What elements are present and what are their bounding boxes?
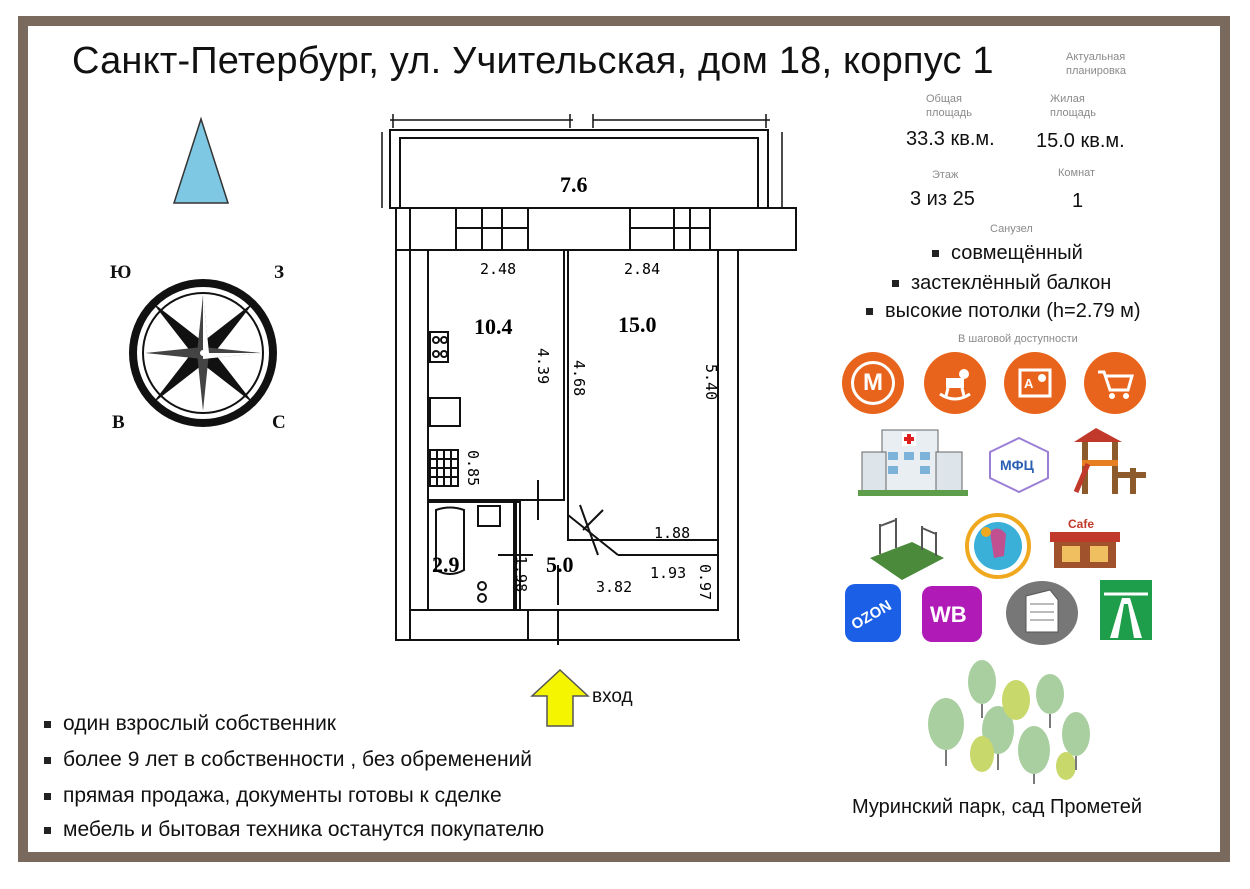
kitchen-area-label: 10.4 <box>474 314 513 339</box>
floor-label: Этаж <box>932 169 959 181</box>
compass-label-bottom-left: В <box>112 412 125 433</box>
balcony-length-label: 7.6 <box>560 172 588 197</box>
feature-balcony: застеклённый балкон <box>892 272 1111 295</box>
rooms-label: Комнат <box>1058 167 1096 179</box>
shop-cart-icon <box>1084 352 1146 414</box>
dim-hall-right: 1.93 <box>650 564 686 582</box>
note-direct-sale: прямая продажа, документы готовы к сделк… <box>44 784 502 808</box>
dim-kitchen-length: 4.39 <box>534 348 552 384</box>
walking-distance-label: В шаговой доступности <box>958 333 1078 345</box>
page-title: Санкт-Петербург, ул. Учительская, дом 18… <box>72 40 994 82</box>
dim-hall-depth: 1.98 <box>512 556 530 592</box>
mfc-icon: МФЦ <box>989 436 1049 494</box>
metro-icon: М <box>842 352 904 414</box>
dim-room-length: 5.40 <box>702 364 720 400</box>
fitness-icon <box>965 513 1031 579</box>
compass-label-bottom-right: С <box>272 412 286 433</box>
living-area-label: Жилая площадь <box>1050 93 1096 119</box>
picture-frame <box>18 16 1230 862</box>
dim-room-bottom: 1.88 <box>654 524 690 542</box>
living-area-value: 15.0 кв.м. <box>1036 130 1125 152</box>
feature-ceilings: высокие потолки (h=2.79 м) <box>866 300 1141 323</box>
total-area-label: Общая площадь <box>926 93 972 119</box>
cafe-icon: Cafe <box>1050 517 1120 568</box>
floor-value: 3 из 25 <box>910 188 975 210</box>
hall-area-label: 5.0 <box>546 552 574 577</box>
compass-label-top-left: Ю <box>110 262 132 283</box>
bathroom-label: Санузел <box>990 223 1033 235</box>
plan-label: Актуальная планировка <box>1066 51 1126 77</box>
playground-icon <box>1074 428 1146 494</box>
kindergarten-icon <box>924 352 986 414</box>
business-center-icon <box>1006 581 1078 645</box>
svg-text:Cafe: Cafe <box>1068 517 1094 531</box>
room-area-label: 15.0 <box>618 312 657 337</box>
north-arrow-icon <box>172 116 230 204</box>
svg-text:МФЦ: МФЦ <box>1000 457 1035 473</box>
compass-rose-icon <box>129 279 277 427</box>
hospital-icon <box>858 429 968 496</box>
total-area-value: 33.3 кв.м. <box>906 128 995 150</box>
rooms-value: 1 <box>1072 190 1084 212</box>
school-icon: A <box>1004 352 1066 414</box>
dim-kitchen-width: 2.48 <box>480 260 516 278</box>
bath-area-label: 2.9 <box>432 552 460 577</box>
note-furniture: мебель и бытовая техника останутся покуп… <box>44 818 544 842</box>
floor-plan: 7.6 10.4 15.0 2.9 5.0 2.48 2.84 1.88 3.8… <box>381 114 797 645</box>
dim-room-width: 2.84 <box>624 260 660 278</box>
svg-text:A: A <box>1024 376 1034 391</box>
park-trees-icon <box>928 660 1090 784</box>
ozon-icon: OZON <box>845 584 901 642</box>
feature-bathroom: совмещённый <box>932 242 1083 265</box>
wildberries-icon: WB <box>922 586 982 642</box>
note-ownership: более 9 лет в собственности , без обреме… <box>44 748 532 772</box>
note-owner: один взрослый собственник <box>44 712 336 736</box>
highway-icon <box>1100 580 1152 640</box>
dim-room-inner: 4.68 <box>570 360 588 396</box>
dim-kitchen-small: 0.85 <box>464 450 482 486</box>
entrance-label: вход <box>592 686 633 707</box>
svg-text:WB: WB <box>930 602 967 627</box>
dim-hall-side: 0.97 <box>696 564 714 600</box>
park-caption: Муринский парк, сад Прометей <box>852 796 1142 818</box>
dim-hall-length: 3.82 <box>596 578 632 596</box>
sports-ground-icon <box>870 518 944 580</box>
compass-label-top-right: З <box>274 262 285 283</box>
entrance-arrow-icon <box>530 668 590 727</box>
